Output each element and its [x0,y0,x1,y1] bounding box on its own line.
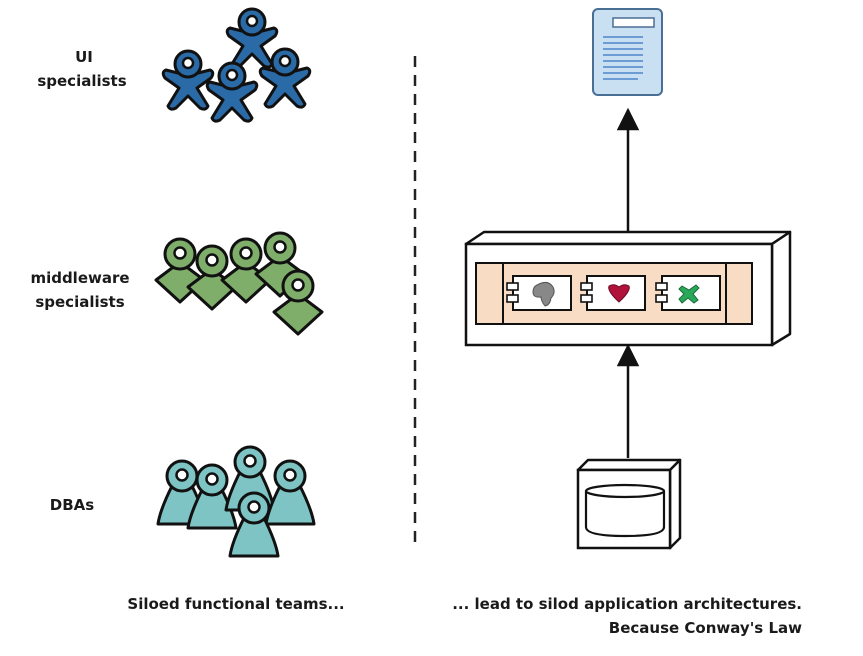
cross-icon [678,284,700,304]
database-icon [576,458,682,550]
heart-icon [608,284,630,303]
ui-specialists-label-line2: specialists [37,72,126,90]
component-ui-module [506,275,572,311]
middleware-specialists-label-line1: middleware [30,269,129,287]
caption-right-line1: ... lead to silod application architectu… [452,595,802,613]
middleware-specialists-label-line2: specialists [35,293,124,311]
blob-icon [532,281,555,307]
person-icon [225,7,279,69]
person-icon [161,49,215,111]
document-icon [592,8,663,96]
ui-specialists-label-line1: UI [75,48,93,66]
caption-left: Siloed functional teams... [127,595,344,613]
ui-specialists-group [161,7,312,123]
dbas-label: DBAs [50,496,94,514]
dba-group [156,445,316,558]
server-box-icon [464,230,792,347]
person-icon [264,459,316,526]
middleware-specialists-group [154,231,324,336]
caption-right-line2: Because Conway's Law [609,619,802,637]
component-database-module [655,275,721,311]
person-icon [205,61,259,123]
component-middleware-module [580,275,646,311]
